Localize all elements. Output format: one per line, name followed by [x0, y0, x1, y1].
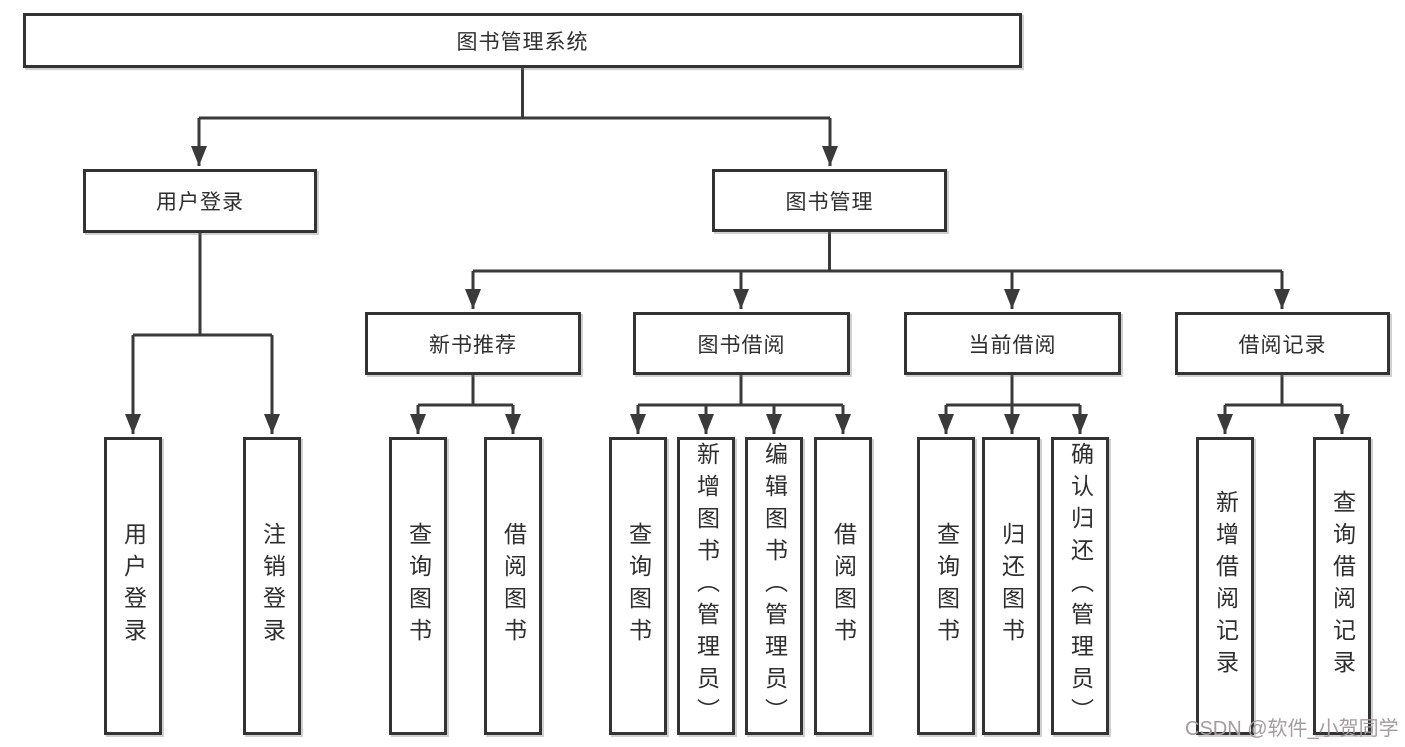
- node-label: 新书推荐: [429, 333, 517, 357]
- node-label: 当前借阅: [968, 333, 1057, 357]
- node-label: 查询图书: [405, 522, 432, 650]
- node-library-system: 图书管理系统: [23, 13, 1022, 68]
- node-book-borrowing: 图书借阅: [633, 312, 850, 375]
- node-label: 借阅记录: [1238, 333, 1327, 357]
- node-user-login-leaf: 用户登录: [104, 437, 162, 735]
- node-current-borrowing: 当前借阅: [904, 312, 1121, 375]
- node-logout: 注销登录: [243, 437, 301, 735]
- node-query-books-recommend: 查询图书: [389, 437, 447, 735]
- connector-arrows: [125, 118, 1350, 434]
- node-new-book-recommend: 新书推荐: [365, 312, 581, 375]
- node-label: 查询图书: [625, 522, 652, 650]
- watermark-text: CSDN @软件_小贺同学: [1185, 718, 1399, 740]
- node-label: 用户登录: [120, 522, 147, 650]
- node-label: 用户登录: [156, 191, 244, 214]
- node-edit-book-admin: 编辑图书（管理员）: [745, 437, 803, 735]
- node-label: 确认归还（管理员）: [1067, 442, 1094, 730]
- node-book-management: 图书管理: [712, 169, 947, 232]
- node-borrow-books-recommend: 借阅图书: [484, 437, 542, 735]
- node-label: 图书管理: [785, 190, 874, 214]
- node-label: 编辑图书（管理员）: [761, 442, 788, 730]
- node-label: 注销登录: [259, 522, 286, 650]
- node-query-books-borrowing: 查询图书: [609, 437, 667, 735]
- node-label: 新增借阅记录: [1212, 490, 1239, 682]
- node-query-books-current: 查询图书: [917, 437, 975, 735]
- node-label: 借阅图书: [830, 522, 857, 650]
- node-borrow-books-leaf: 借阅图书: [814, 437, 872, 735]
- node-label: 借阅图书: [500, 522, 527, 650]
- node-query-borrow-record: 查询借阅记录: [1313, 437, 1371, 735]
- node-label: 归还图书: [998, 522, 1025, 650]
- node-label: 图书借阅: [697, 333, 786, 357]
- node-confirm-return-admin: 确认归还（管理员）: [1051, 437, 1109, 735]
- node-label: 查询借阅记录: [1329, 490, 1356, 682]
- node-add-book-admin: 新增图书（管理员）: [677, 437, 735, 735]
- node-return-book: 归还图书: [982, 437, 1040, 735]
- node-label: 新增图书（管理员）: [693, 442, 720, 730]
- node-add-borrow-record: 新增借阅记录: [1196, 437, 1254, 735]
- node-label: 查询图书: [933, 522, 960, 650]
- node-user-login: 用户登录: [83, 169, 317, 233]
- node-label: 图书管理系统: [456, 30, 589, 54]
- node-borrow-records: 借阅记录: [1175, 312, 1390, 375]
